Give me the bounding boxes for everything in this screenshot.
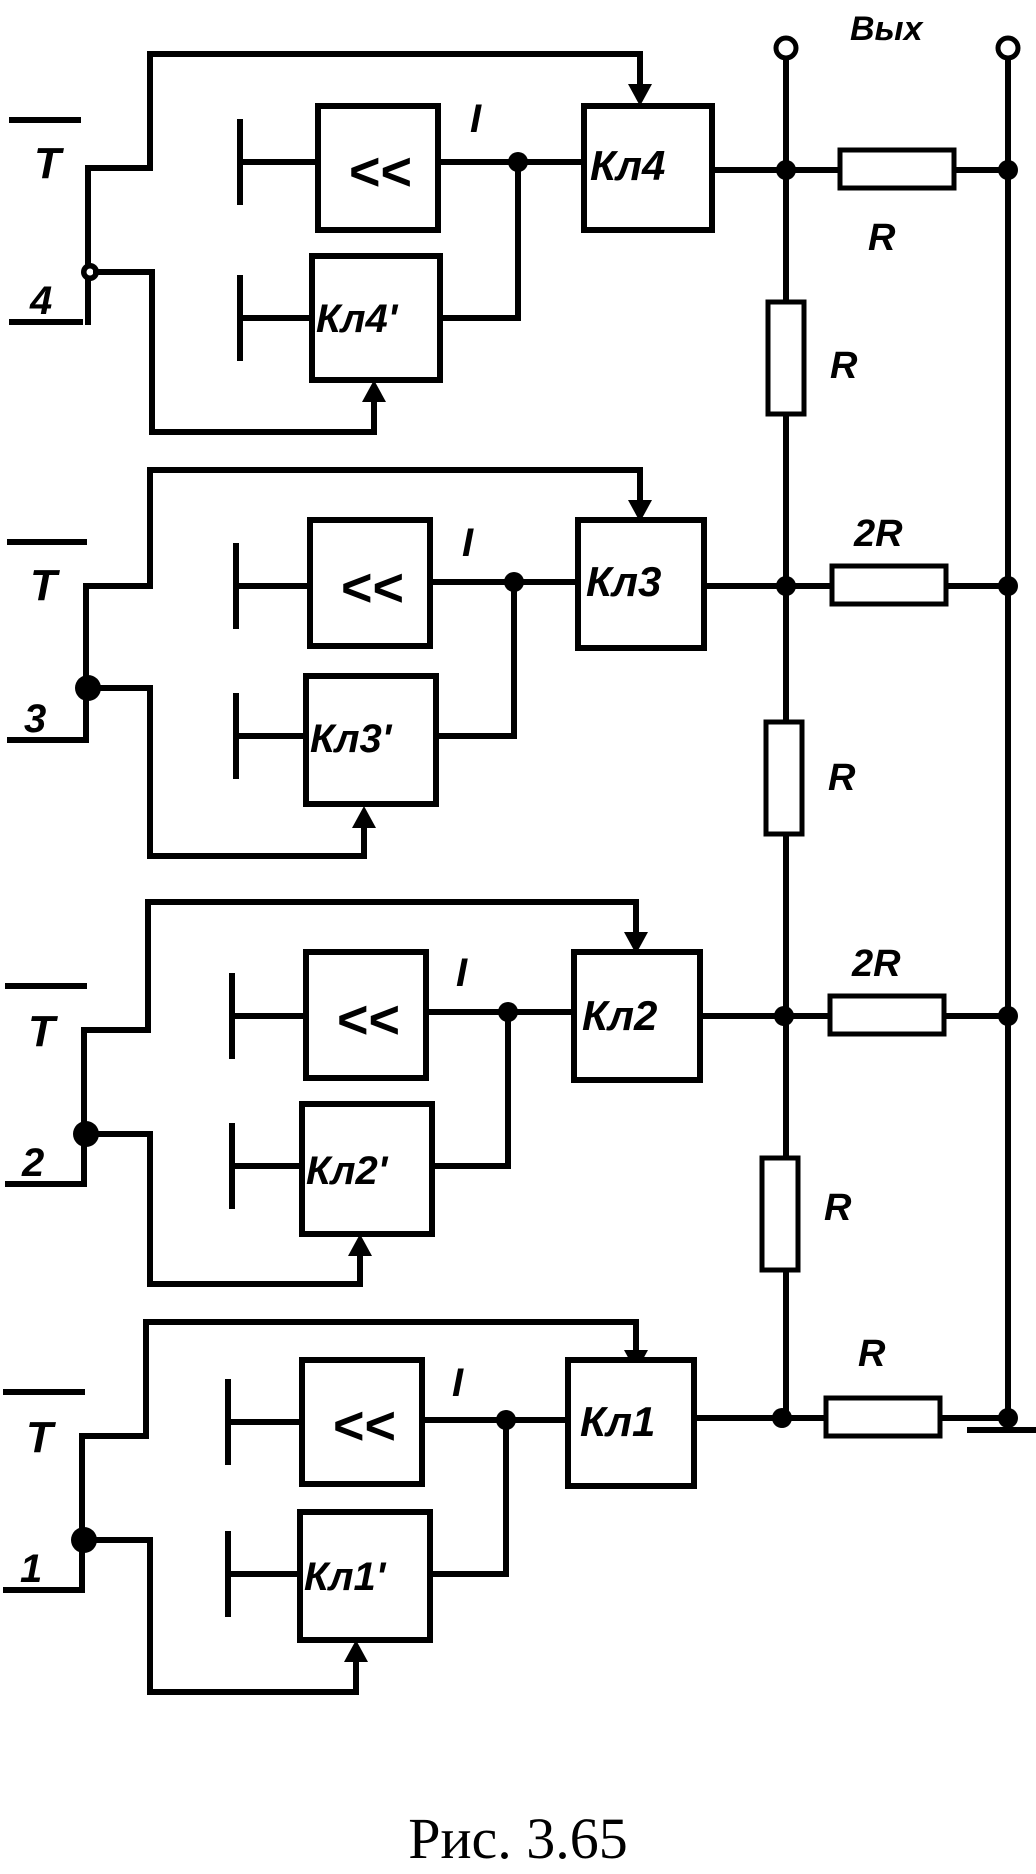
figure-caption: Рис. 3.65 (408, 1806, 628, 1871)
aux-key-1-label: Кл1' (304, 1555, 387, 1599)
stage-1-num-label: 1 (20, 1547, 42, 1591)
stage-4-t-label: T (34, 139, 64, 188)
shunt-resistor-1 (823, 1395, 943, 1439)
stage-2-current-label: I (456, 951, 468, 995)
control-arrow-icon (348, 1234, 372, 1256)
stage-4: T 4 << I Кл4' Кл4 R (9, 51, 1018, 435)
shunt-resistor-4-label: R (868, 217, 896, 259)
key-2 (571, 949, 703, 1083)
stage-3-t-label: T (30, 561, 60, 610)
current-source-2-symbol: << (336, 990, 399, 1050)
ladder-resistor-3-2 (763, 719, 805, 837)
control-arrow-icon (352, 806, 376, 828)
stage-1: T 1 << I Кл1' Кл1 R (3, 1319, 1018, 1695)
current-source-4 (315, 103, 441, 233)
key-1 (565, 1357, 697, 1489)
aux-key-2 (299, 1101, 435, 1237)
output-terminal-right (995, 35, 1021, 61)
key-3 (575, 517, 707, 651)
control-arrow-icon (628, 84, 652, 106)
stage-3-num-label: 3 (24, 697, 46, 741)
current-source-3 (307, 517, 433, 649)
shunt-resistor-3-label: 2R (853, 513, 903, 555)
shunt-resistor-3 (829, 563, 949, 607)
stage-2: T 2 << I Кл2' Кл2 2R (5, 899, 1018, 1287)
ladder-resistor-2-1 (759, 1155, 801, 1273)
stage-3-current-label: I (462, 521, 474, 565)
key-4-label: Кл4 (590, 142, 665, 189)
stage-4-num-label: 4 (29, 279, 52, 323)
key-1-label: Кл1 (580, 1398, 655, 1445)
key-2-label: Кл2 (582, 992, 657, 1039)
aux-key-2-label: Кл2' (306, 1149, 389, 1193)
ladder-resistor-3-2-label: R (828, 757, 856, 799)
current-source-3-symbol: << (340, 558, 403, 618)
stage-1-current-label: I (452, 1361, 464, 1405)
output-terminal-left (773, 35, 799, 61)
current-source-1-symbol: << (332, 1396, 395, 1456)
stage-2-num-label: 2 (21, 1141, 44, 1185)
shunt-resistor-4 (837, 147, 957, 191)
control-arrow-icon (344, 1640, 368, 1662)
current-source-2 (303, 949, 429, 1081)
ladder-resistor-4-3 (765, 299, 807, 417)
ladder-resistor-4-3-label: R (830, 345, 858, 387)
aux-key-3-label: Кл3' (310, 717, 393, 761)
aux-key-4-label: Кл4' (316, 297, 399, 341)
aux-key-3 (303, 673, 439, 807)
control-arrow-icon (362, 380, 386, 402)
control-arrow-icon (624, 932, 648, 954)
ladder-resistor-2-1-label: R (824, 1187, 852, 1229)
stage-1-t-label: T (26, 1413, 56, 1462)
stage-3: T 3 << I Кл3' Кл3 2R (7, 467, 1018, 859)
aux-key-1 (297, 1509, 433, 1643)
shunt-resistor-1-label: R (858, 1333, 886, 1375)
shunt-resistor-2 (827, 993, 947, 1037)
aux-key-4 (309, 253, 443, 383)
stage-2-t-label: T (28, 1007, 58, 1056)
shunt-resistor-2-label: 2R (851, 943, 901, 985)
current-source-4-symbol: << (348, 142, 411, 202)
control-arrow-icon (628, 500, 652, 522)
output-label: Вых (850, 10, 925, 48)
key-3-label: Кл3 (586, 558, 661, 605)
stage-4-current-label: I (470, 97, 482, 141)
